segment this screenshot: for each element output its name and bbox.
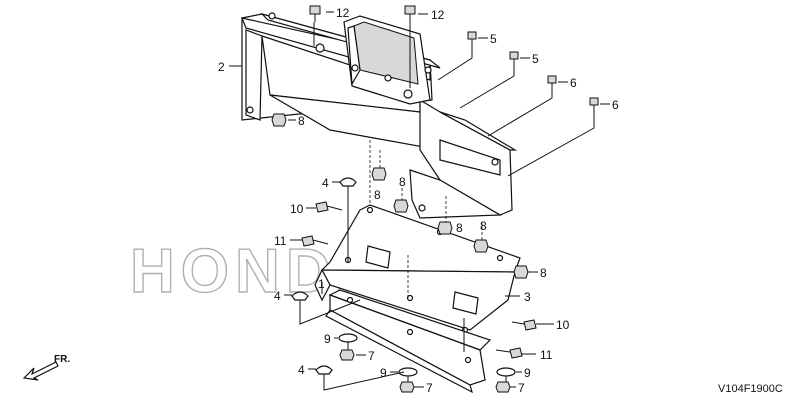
callout-2: 2 bbox=[218, 60, 225, 74]
callout-11: 11 bbox=[540, 348, 553, 362]
callout-6: 6 bbox=[612, 98, 619, 112]
callout-11: 11 bbox=[274, 234, 287, 248]
callout-8: 8 bbox=[298, 114, 305, 128]
callout-8: 8 bbox=[399, 175, 406, 189]
part-2-upper-shroud bbox=[241, 12, 518, 219]
front-direction-arrow: FR. bbox=[22, 354, 70, 381]
part-1-middle-plate bbox=[314, 204, 521, 334]
callout-9: 9 bbox=[380, 366, 387, 380]
callout-12: 12 bbox=[431, 8, 445, 22]
callout-8: 8 bbox=[480, 219, 487, 233]
callout-labels: 12 12 5 5 6 6 2 8 4 8 8 10 8 8 11 8 4 1 … bbox=[218, 6, 619, 395]
callout-7: 7 bbox=[426, 381, 433, 395]
callout-5: 5 bbox=[490, 32, 497, 46]
callout-4: 4 bbox=[322, 176, 329, 190]
arrow-icon bbox=[22, 361, 59, 381]
callout-6: 6 bbox=[570, 76, 577, 90]
diagram-code: V104F1900C bbox=[718, 383, 783, 395]
leader-lines bbox=[229, 11, 610, 391]
callout-10: 10 bbox=[556, 318, 570, 332]
direction-label: FR. bbox=[54, 354, 70, 365]
part-3-lower-lip bbox=[325, 289, 492, 394]
callout-3: 3 bbox=[524, 290, 531, 304]
callout-8: 8 bbox=[374, 188, 381, 202]
callout-4: 4 bbox=[274, 289, 281, 303]
callout-1: 1 bbox=[318, 277, 325, 291]
callout-7: 7 bbox=[518, 381, 525, 395]
callout-8: 8 bbox=[456, 221, 463, 235]
callout-8: 8 bbox=[540, 266, 547, 280]
fastener-bolts bbox=[271, 5, 599, 393]
callout-5: 5 bbox=[532, 52, 539, 66]
callout-7: 7 bbox=[368, 349, 375, 363]
callout-9: 9 bbox=[524, 366, 531, 380]
callout-12: 12 bbox=[336, 6, 350, 20]
callout-10: 10 bbox=[290, 202, 304, 216]
callout-4: 4 bbox=[298, 363, 305, 377]
callout-9: 9 bbox=[324, 332, 331, 346]
